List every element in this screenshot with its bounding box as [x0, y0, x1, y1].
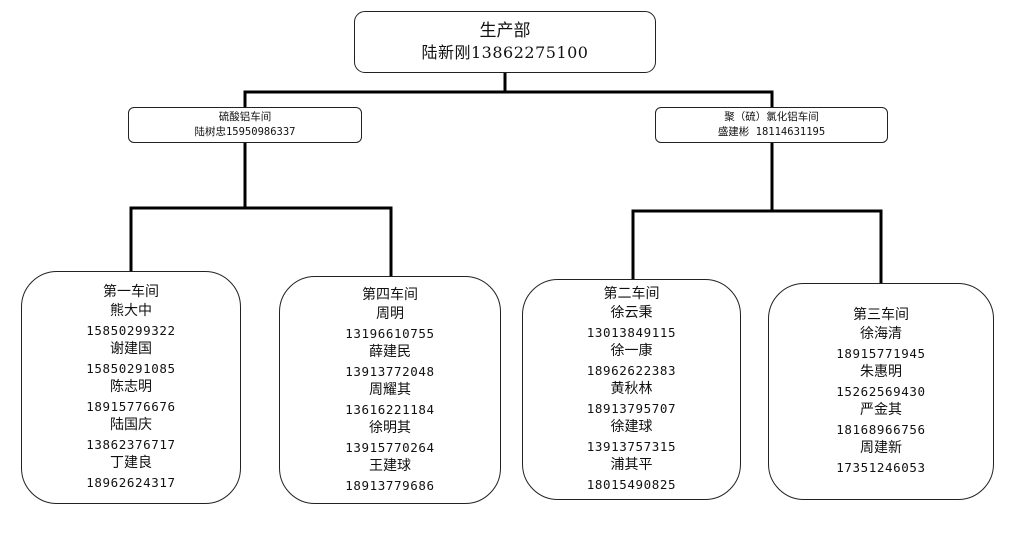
member-name: 徐海清: [860, 326, 902, 342]
member-name: 朱惠明: [860, 364, 902, 380]
member-phone: 18913779686: [345, 477, 435, 493]
member-phone: 17351246053: [836, 460, 926, 475]
member-phone: 13013849115: [586, 325, 677, 340]
member-phone: 15850291085: [86, 361, 176, 376]
member-name: 周耀其: [369, 381, 411, 398]
member-phone: 15850299322: [86, 323, 176, 338]
member-phone: 13915770264: [345, 439, 435, 455]
workshop-head: 盛建彬 18114631195: [717, 126, 826, 138]
production-dept-head: 陆新刚13862275100: [421, 43, 589, 62]
member-name: 黄秋林: [610, 381, 653, 397]
member-phone: 18913795707: [586, 401, 677, 416]
unit-title: 第三车间: [853, 307, 909, 323]
member-name: 浦其平: [610, 457, 653, 473]
member-name: 熊大中: [110, 303, 152, 319]
member-phone: 18915771945: [836, 346, 926, 361]
aluminum-sulfate-workshop-node: 硫酸铝车间 陆树忠15950986337: [128, 107, 362, 143]
member-phone: 18962622383: [586, 363, 677, 378]
member-name: 徐云秉: [610, 305, 653, 321]
member-phone: 13913772048: [345, 363, 435, 379]
member-name: 陆国庆: [110, 417, 152, 433]
unit-title: 第一车间: [103, 284, 159, 300]
member-name: 周明: [376, 305, 404, 322]
member-phone: 18015490825: [586, 477, 677, 492]
member-phone: 18962624317: [86, 475, 176, 490]
production-dept-node: 生产部 陆新刚13862275100: [354, 11, 656, 73]
member-phone: 13616221184: [345, 401, 435, 417]
member-name: 陈志明: [110, 379, 152, 395]
member-name: 谢建国: [110, 341, 152, 357]
member-name: 徐一康: [610, 343, 653, 359]
member-phone: 13913757315: [586, 439, 677, 454]
member-name: 徐建球: [610, 419, 653, 435]
member-name: 王建球: [369, 457, 411, 474]
workshop-head: 陆树忠15950986337: [194, 126, 296, 138]
unit-title: 第二车间: [603, 286, 660, 302]
unit-4-node: 第四车间 周明 13196610755 薛建民 13913772048 周耀其 …: [279, 276, 501, 504]
unit-1-node: 第一车间 熊大中 15850299322 谢建国 15850291085 陈志明…: [21, 271, 241, 504]
unit-title: 第四车间: [362, 286, 418, 303]
member-name: 严金其: [860, 402, 902, 418]
member-phone: 15262569430: [836, 384, 926, 399]
workshop-name: 聚（硫）氯化铝车间: [724, 111, 819, 123]
member-phone: 18915776676: [86, 399, 176, 414]
member-name: 徐明其: [369, 419, 411, 436]
member-phone: 13196610755: [345, 325, 435, 341]
member-name: 薛建民: [369, 343, 411, 360]
member-phone: 13862376717: [86, 437, 176, 452]
member-name: 丁建良: [110, 455, 152, 471]
member-name: 周建新: [860, 440, 902, 456]
production-dept-title: 生产部: [479, 21, 531, 41]
member-phone: 18168966756: [836, 422, 926, 437]
unit-3-node: 第三车间 徐海清 18915771945 朱惠明 15262569430 严金其…: [768, 283, 994, 500]
unit-2-node: 第二车间 徐云秉 13013849115 徐一康 18962622383 黄秋林…: [522, 279, 741, 500]
polyaluminum-chloride-workshop-node: 聚（硫）氯化铝车间 盛建彬 18114631195: [655, 107, 888, 143]
workshop-name: 硫酸铝车间: [218, 111, 272, 123]
